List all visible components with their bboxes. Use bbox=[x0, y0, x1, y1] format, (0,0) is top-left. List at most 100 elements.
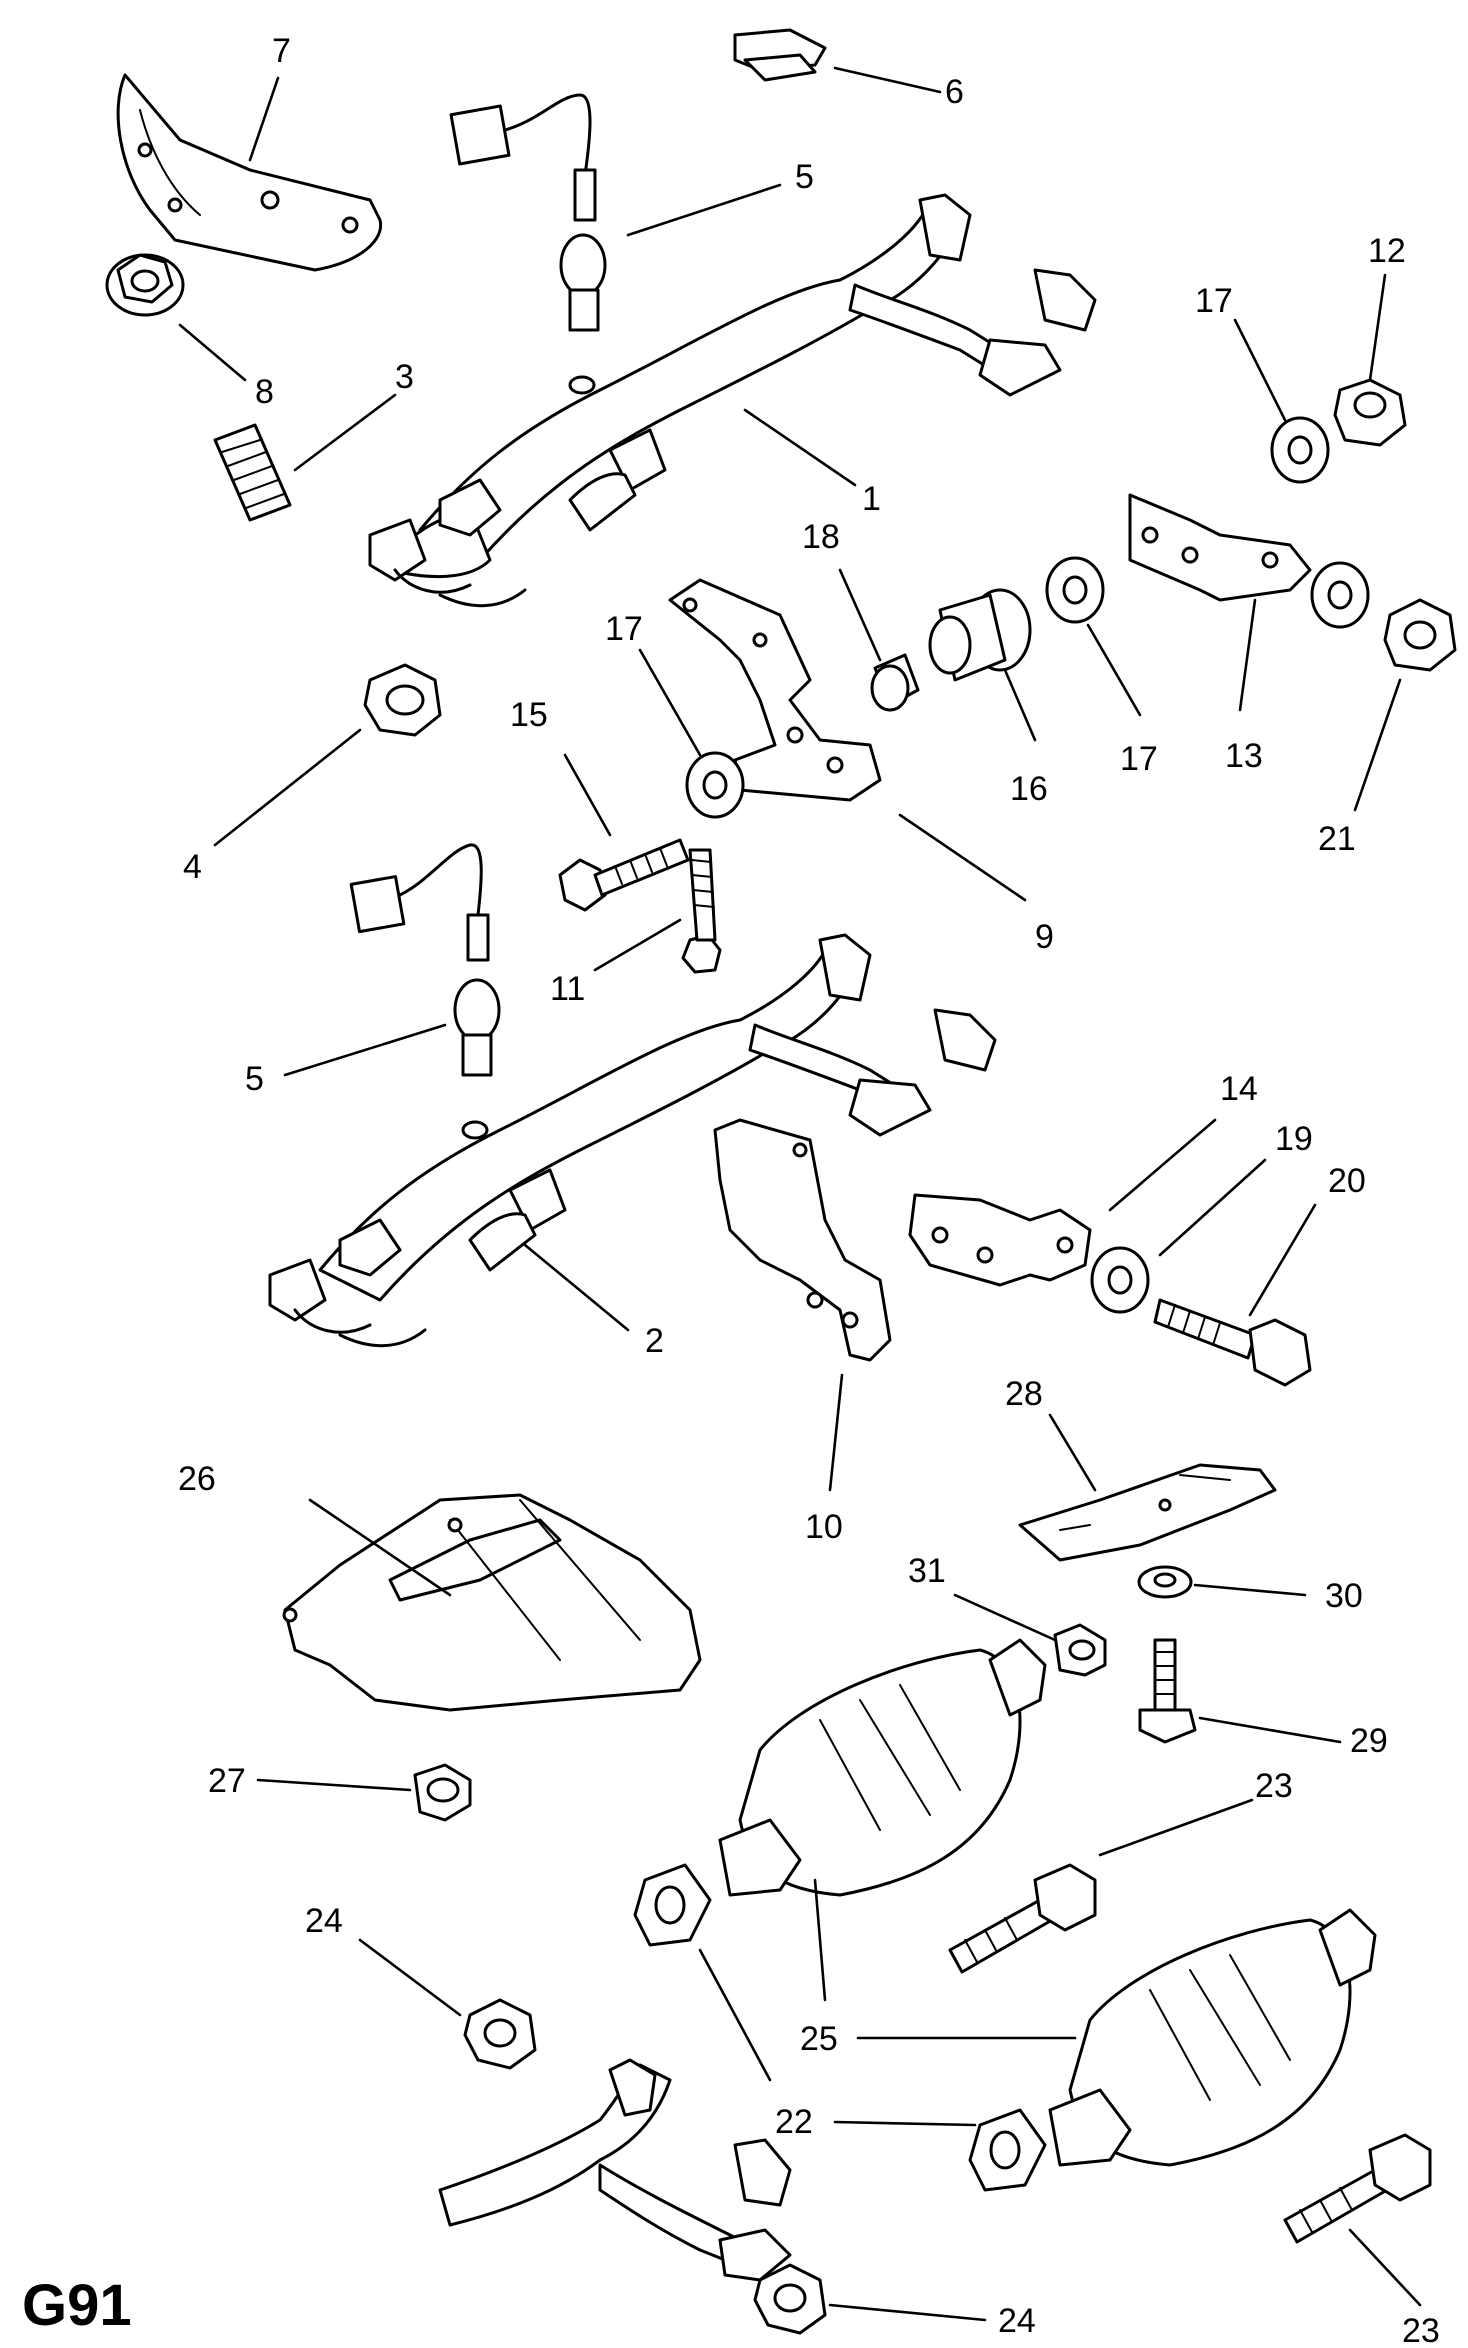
callout-22: 22 bbox=[775, 2103, 813, 2141]
callout-23b: 23 bbox=[1402, 2312, 1440, 2348]
callout-21: 21 bbox=[1318, 820, 1356, 858]
leader-10 bbox=[828, 1373, 844, 1492]
part-20-bolt bbox=[1153, 1298, 1312, 1387]
callout-17b: 17 bbox=[1120, 740, 1158, 778]
part-16-rubber-mount bbox=[928, 588, 1032, 682]
part-26-heat-shield bbox=[282, 1493, 702, 1712]
callout-1: 1 bbox=[862, 480, 881, 518]
part-4-flange-nut bbox=[363, 663, 442, 737]
leader-30 bbox=[1193, 1583, 1307, 1597]
leader-19 bbox=[1158, 1158, 1267, 1257]
leader-7 bbox=[248, 76, 280, 162]
part-6-clip bbox=[733, 28, 827, 82]
leader-31 bbox=[953, 1593, 1057, 1642]
leader-17c bbox=[1233, 318, 1287, 422]
leader-26 bbox=[308, 1498, 452, 1597]
callout-12: 12 bbox=[1368, 232, 1406, 270]
callout-23a: 23 bbox=[1255, 1767, 1293, 1805]
leader-22a bbox=[698, 1948, 772, 2082]
part-9-mounting-bracket bbox=[668, 578, 882, 802]
callout-24a: 24 bbox=[305, 1902, 343, 1940]
callout-3: 3 bbox=[395, 358, 414, 396]
callout-11: 11 bbox=[550, 970, 585, 1008]
callout-13: 13 bbox=[1225, 737, 1263, 775]
part-21-flange-nut bbox=[1310, 561, 1457, 672]
leader-28 bbox=[1048, 1413, 1097, 1492]
callout-18: 18 bbox=[802, 518, 840, 556]
part-17-washer-left bbox=[685, 751, 745, 819]
leader-8 bbox=[178, 323, 247, 382]
leader-21 bbox=[1353, 678, 1402, 812]
part-23-bolt-upper bbox=[948, 1863, 1097, 1974]
leader-2 bbox=[523, 1243, 630, 1332]
part-22-gasket-upper bbox=[633, 1863, 712, 1947]
leader-20 bbox=[1248, 1203, 1317, 1317]
leader-4 bbox=[213, 728, 362, 847]
callout-25: 25 bbox=[800, 2020, 838, 2058]
part-25-catalytic-converter-lower bbox=[1048, 1908, 1377, 2167]
part-17-washer-middle bbox=[1045, 556, 1105, 624]
callout-15: 15 bbox=[510, 696, 548, 734]
callout-10: 10 bbox=[805, 1508, 843, 1546]
callout-9: 9 bbox=[1035, 918, 1054, 956]
leader-lines bbox=[178, 66, 1422, 2322]
leader-27 bbox=[256, 1778, 412, 1792]
part-15-bolt bbox=[558, 838, 690, 912]
leader-5a bbox=[626, 183, 782, 237]
leader-6 bbox=[833, 66, 942, 94]
part-10-mounting-bracket bbox=[713, 1118, 892, 1362]
leader-13 bbox=[1238, 598, 1257, 712]
leader-24b bbox=[828, 2303, 987, 2322]
leader-15 bbox=[563, 753, 612, 837]
part-27-flange-nut bbox=[413, 1763, 472, 1822]
leader-3 bbox=[293, 393, 397, 472]
leader-29 bbox=[1198, 1716, 1342, 1744]
callout-5a: 5 bbox=[795, 158, 814, 196]
leader-14 bbox=[1108, 1118, 1217, 1212]
part-24-nut-lower bbox=[753, 2263, 827, 2335]
part-29-bolt bbox=[1138, 1638, 1197, 1744]
bottom-pipe-section bbox=[438, 2058, 792, 2282]
leader-1 bbox=[743, 408, 857, 487]
part-14-bracket bbox=[908, 1193, 1092, 1287]
leader-5b bbox=[283, 1023, 447, 1077]
part-17-washer-right bbox=[1270, 416, 1330, 484]
callout-5b: 5 bbox=[245, 1060, 264, 1098]
leader-17b bbox=[1086, 623, 1142, 717]
part-30-washer bbox=[1137, 1565, 1193, 1599]
part-22-gasket-lower bbox=[968, 2108, 1047, 2192]
part-3-stud bbox=[213, 423, 292, 522]
leader-9 bbox=[898, 813, 1027, 902]
part-13-bracket bbox=[1128, 493, 1312, 602]
part-12-nut bbox=[1333, 378, 1407, 447]
part-28-heat-shield bbox=[1018, 1463, 1277, 1562]
leader-23a bbox=[1098, 1798, 1254, 1857]
callout-28: 28 bbox=[1005, 1375, 1043, 1413]
callout-24b: 24 bbox=[998, 2302, 1036, 2340]
part-7-heat-shield bbox=[116, 73, 383, 272]
diagram-code-label: G91 bbox=[22, 2273, 132, 2338]
leader-17a bbox=[638, 648, 702, 757]
callout-29: 29 bbox=[1350, 1722, 1388, 1760]
callout-31: 31 bbox=[908, 1552, 946, 1590]
part-19-washer bbox=[1090, 1246, 1150, 1314]
leader-23b bbox=[1348, 2228, 1422, 2307]
part-24-nut-upper bbox=[463, 1998, 537, 2070]
callout-20: 20 bbox=[1328, 1162, 1366, 1200]
part-5-oxygen-sensor-upper bbox=[449, 93, 607, 395]
part-2-front-pipe bbox=[268, 933, 997, 1348]
callout-16: 16 bbox=[1010, 770, 1048, 808]
callout-6: 6 bbox=[945, 73, 964, 111]
callout-4: 4 bbox=[183, 848, 202, 886]
part-18-spacer bbox=[870, 653, 920, 712]
part-8-flange-nut bbox=[105, 253, 185, 317]
leader-18 bbox=[838, 568, 882, 662]
part-23-bolt-lower bbox=[1283, 2133, 1432, 2244]
callout-8: 8 bbox=[255, 373, 274, 411]
leader-25a bbox=[813, 1878, 827, 2002]
part-11-bolt bbox=[681, 848, 722, 974]
leader-11 bbox=[593, 918, 682, 972]
part-1-front-pipe bbox=[368, 193, 1097, 608]
callout-17a: 17 bbox=[605, 610, 643, 648]
